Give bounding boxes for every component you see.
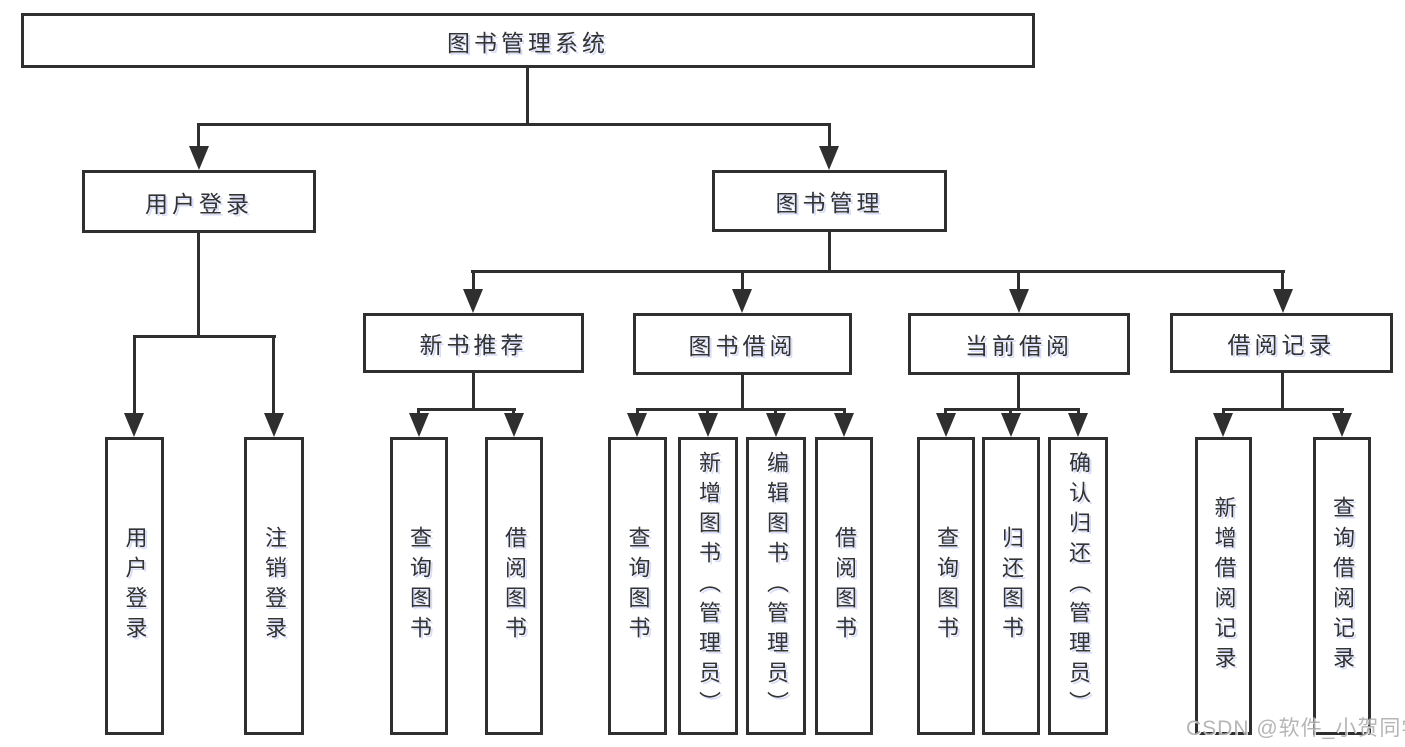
arrow-down-icon	[504, 413, 524, 437]
node-label: 用户登录	[145, 190, 253, 217]
connector-line	[1222, 408, 1344, 411]
leaf-return-books: 归还图书	[982, 437, 1040, 735]
leaf-add-books-admin: 新增图书（管理员）	[678, 437, 738, 735]
leaf-label: 查询图书	[407, 526, 432, 646]
leaf-borrow-books-newbook: 借阅图书	[485, 437, 543, 735]
connector-line	[417, 408, 420, 417]
leaf-logout: 注销登录	[244, 437, 304, 735]
arrow-down-icon	[936, 413, 956, 437]
leaf-query-books-current: 查询图书	[917, 437, 975, 735]
arrow-down-icon	[409, 413, 429, 437]
node-borrowing-records: 借阅记录	[1170, 313, 1393, 373]
leaf-borrow-books-borrowing: 借阅图书	[815, 437, 873, 735]
connector-line	[706, 408, 709, 417]
leaf-edit-books-admin: 编辑图书（管理员）	[746, 437, 806, 735]
connector-line	[1222, 408, 1225, 417]
connector-line	[843, 408, 846, 417]
connector-line	[1340, 408, 1343, 417]
leaf-label: 借阅图书	[832, 526, 857, 646]
connector-line	[741, 375, 744, 410]
connector-line	[1281, 373, 1284, 410]
arrow-down-icon	[1332, 413, 1352, 437]
connector-line	[512, 408, 515, 417]
csdn-watermark: CSDN @软件_小贺同学	[1186, 717, 1405, 740]
node-new-book-recommendation: 新书推荐	[363, 313, 584, 373]
leaf-label: 新增借阅记录	[1211, 496, 1237, 676]
arrow-down-icon	[463, 289, 483, 313]
connector-line	[272, 335, 275, 416]
connector-line	[472, 270, 475, 292]
node-label: 图书借阅	[688, 333, 797, 359]
leaf-confirm-return-admin: 确认归还（管理员）	[1048, 437, 1108, 735]
connector-line	[526, 68, 529, 125]
connector-line	[1017, 375, 1020, 410]
connector-line	[472, 373, 475, 410]
leaf-query-borrow-record: 查询借阅记录	[1313, 437, 1371, 735]
node-current-borrowing: 当前借阅	[908, 313, 1130, 375]
connector-line	[1281, 270, 1284, 292]
leaf-label: 注销登录	[262, 526, 287, 646]
leaf-label: 查询图书	[934, 526, 959, 646]
node-label: 当前借阅	[965, 333, 1073, 359]
arrow-down-icon	[1068, 413, 1088, 437]
connector-line	[636, 408, 639, 417]
leaf-label: 借阅图书	[502, 526, 527, 646]
leaf-label: 用户登录	[122, 526, 148, 646]
connector-line	[828, 232, 831, 273]
arrow-down-icon	[1009, 289, 1029, 313]
node-label: 图书管理	[775, 190, 884, 216]
leaf-label: 归还图书	[999, 526, 1024, 646]
connector-line	[1077, 408, 1080, 417]
leaf-query-books-newbook: 查询图书	[390, 437, 448, 735]
connector-line	[197, 123, 200, 150]
connector-line	[471, 270, 1285, 273]
arrow-down-icon	[1001, 413, 1021, 437]
connector-line	[197, 123, 831, 126]
arrow-down-icon	[819, 146, 839, 170]
leaf-label: 查询图书	[625, 526, 651, 646]
connector-line	[417, 408, 516, 411]
connector-line	[741, 270, 744, 292]
arrow-down-icon	[1213, 413, 1233, 437]
connector-line	[1009, 408, 1012, 417]
node-label: 新书推荐	[419, 332, 528, 358]
node-book-borrowing: 图书借阅	[633, 313, 852, 375]
connector-line	[774, 408, 777, 417]
leaf-user-login: 用户登录	[105, 437, 164, 735]
node-book-management: 图书管理	[712, 170, 947, 232]
leaf-label: 编辑图书（管理员）	[764, 451, 789, 721]
connector-line	[828, 123, 831, 150]
arrow-down-icon	[1273, 289, 1293, 313]
connector-line	[944, 408, 1080, 411]
leaf-query-books-borrowing: 查询图书	[608, 437, 667, 735]
leaf-add-borrow-record: 新增借阅记录	[1195, 437, 1252, 735]
arrow-down-icon	[124, 413, 144, 437]
node-book-management-system: 图书管理系统	[21, 13, 1035, 68]
arrow-down-icon	[189, 146, 209, 170]
leaf-label: 新增图书（管理员）	[696, 451, 721, 721]
arrow-down-icon	[766, 413, 786, 437]
arrow-down-icon	[732, 289, 752, 313]
arrow-down-icon	[834, 413, 854, 437]
arrow-down-icon	[264, 413, 284, 437]
leaf-label: 查询借阅记录	[1330, 496, 1355, 676]
connector-line	[944, 408, 947, 417]
leaf-label: 确认归还（管理员）	[1066, 451, 1091, 721]
connector-line	[133, 335, 136, 416]
connector-line	[1017, 270, 1020, 292]
node-label: 图书管理系统	[447, 29, 609, 56]
connector-line	[133, 335, 276, 338]
node-user-login: 用户登录	[82, 170, 316, 233]
connector-line	[197, 233, 200, 337]
node-label: 借阅记录	[1227, 332, 1336, 358]
connector-line	[636, 408, 846, 411]
arrow-down-icon	[698, 413, 718, 437]
arrow-down-icon	[627, 413, 647, 437]
